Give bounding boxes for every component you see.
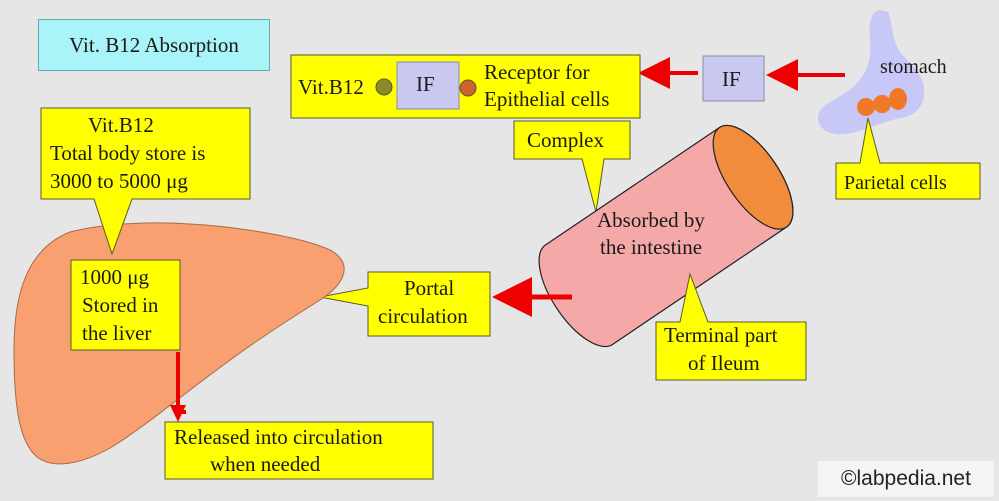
portal-line2: circulation xyxy=(378,304,468,328)
complex-callout-label: Complex xyxy=(527,128,604,152)
diagram-title: Vit. B12 Absorption xyxy=(38,19,270,71)
body-store-line3: 3000 to 5000 μg xyxy=(50,169,188,193)
parietal-callout-box xyxy=(835,117,981,200)
intestine-label-line1: Absorbed by xyxy=(597,208,705,232)
body-store-line1: Vit.B12 xyxy=(88,113,154,137)
parietal-cell xyxy=(857,98,875,116)
intestine-label-line2: the intestine xyxy=(600,235,703,259)
receptor-label-line2: Epithelial cells xyxy=(484,87,610,111)
liver-store-line1: 1000 μg xyxy=(80,265,150,289)
vitb12-dot xyxy=(375,78,393,96)
credit-watermark: ©labpedia.net xyxy=(818,461,994,497)
body-store-callout-box xyxy=(40,107,251,256)
receptor-dot xyxy=(459,79,477,97)
complex-if-box xyxy=(396,61,460,110)
parietal-cells-label: Parietal cells xyxy=(844,172,947,194)
intestine-cylinder xyxy=(538,124,794,348)
release-line1: Released into circulation xyxy=(174,425,383,449)
receptor-label-line1: Receptor for xyxy=(484,60,590,84)
stomach-label: stomach xyxy=(880,56,947,78)
portal-callout-box xyxy=(319,271,491,337)
release-callout-box xyxy=(164,421,434,480)
liver-store-box xyxy=(70,259,181,351)
liver-store-line2: Stored in xyxy=(82,293,159,317)
complex-callout-box xyxy=(513,120,631,213)
if-box xyxy=(702,55,765,102)
complex-vitb12-label: Vit.B12 xyxy=(298,75,364,99)
portal-line1: Portal xyxy=(404,276,455,300)
release-line2: when needed xyxy=(210,452,321,476)
terminal-ileum-line2: of Ileum xyxy=(688,351,760,375)
parietal-cell xyxy=(889,88,907,110)
parietal-cell xyxy=(873,95,891,113)
arrow-liver-release-head xyxy=(170,405,186,422)
if-label: IF xyxy=(722,67,741,91)
body-store-line2: Total body store is xyxy=(50,141,206,165)
complex-if-label: IF xyxy=(416,72,435,96)
terminal-ileum-line1: Terminal part xyxy=(664,323,778,347)
terminal-ileum-callout-box xyxy=(655,272,807,381)
liver-store-line3: the liver xyxy=(82,321,152,345)
